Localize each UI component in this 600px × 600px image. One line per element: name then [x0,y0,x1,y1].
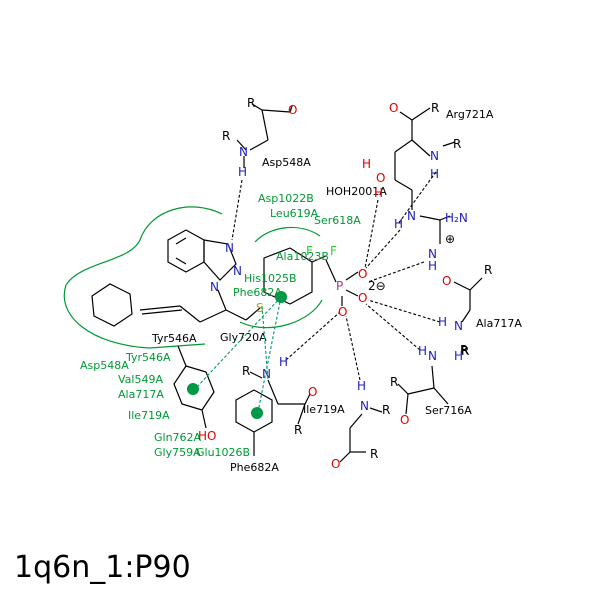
pi-center [251,407,263,419]
residue-label: Tyr546A [125,351,171,364]
atom-f: F [306,244,313,258]
atom-r: R [484,263,492,277]
charge-minus: 2⊖ [368,279,386,293]
residue-label: Leu619A [270,207,319,220]
pi-center [187,383,199,395]
atom-h: H [438,315,447,329]
ligand: N N N S F F P O O O 2⊖ [91,229,386,327]
atom-n: N [407,209,416,223]
atom-o: O [376,171,385,185]
atom-h: H [428,259,437,273]
residue-label: Glu1026B [196,446,250,459]
residue-label: Ala717A [118,388,164,401]
atom-r: R [431,101,439,115]
atom-n: N [239,145,248,159]
atom-r: R [382,403,390,417]
atom-n: N [225,241,234,255]
atom-r: R [460,343,468,357]
atom-h: H [279,355,288,369]
atom-o: O [308,385,317,399]
atom-r: R [453,137,461,151]
atom-o: O [288,103,297,117]
residue-label: HOH2001A [326,185,387,198]
residue-label: Gly759A [154,446,201,459]
atom-h: H [418,344,427,358]
residue-label: Ala1023B [276,250,329,263]
atom-s: S [256,301,264,315]
atom-r: R [242,364,250,378]
residue-label: Asp1022B [258,192,314,205]
atom-h: H [394,217,403,231]
ile719-fragment: H N Ile719A R O R [303,379,390,471]
atom-h: H [374,186,383,200]
atom-r: R [390,375,398,389]
residue-label: Ile719A [303,403,345,416]
residue-label: Ile719A [128,409,170,422]
water-fragment: H O HOH2001A H [326,157,387,200]
atom-h: H [238,165,247,179]
ala717-fragment: O R H N R Ala717A [438,263,522,357]
atom-n: N [428,349,437,363]
atom-f: F [330,244,337,258]
residue-label: Asp548A [80,359,129,372]
atom-h2n: H₂N [445,211,468,225]
atom-n: N [233,264,242,278]
atom-r: R [247,96,255,110]
pi-interactions [195,291,287,413]
asp548-top-fragment: R O R N H Asp548A [222,96,311,179]
atom-n: N [430,149,439,163]
atom-h: H [454,349,463,363]
atom-r: R [222,129,230,143]
phe682-fragment: R N H O R Phe682A [230,355,317,474]
residue-label: Asp548A [262,156,311,169]
ser716-fragment: H N H R R O Ser716A [390,344,472,427]
residue-label: Phe682A [230,461,279,474]
residue-label: Tyr546A [151,332,197,345]
atom-o: O [389,101,398,115]
residue-label: Val549A [118,373,163,386]
atom-n: N [428,247,437,261]
residue-label: Ser716A [425,404,472,417]
tyr546-ring: HO [173,345,216,443]
residue-label: Ala717A [476,317,522,330]
residue-label: His1025B [244,272,297,285]
atom-ho: HO [198,429,216,443]
residue-label: Arg721A [446,108,494,121]
atom-o: O [358,267,367,281]
atom-n: N [360,399,369,413]
atom-o: O [442,274,451,288]
atom-h: H [362,157,371,171]
atom-r: R [294,423,302,437]
residue-label: Phe682A [233,286,282,299]
residue-label: Ser618A [314,214,361,227]
residue-label: Gln762A [154,431,202,444]
atom-r: R [370,447,378,461]
atom-o: O [338,305,347,319]
atom-h: H [357,379,366,393]
arg721-fragment: O R Arg721A N R H N H₂N ⊕ N H H [389,101,494,273]
atom-o: O [331,457,340,471]
atom-p: P [336,279,343,293]
atom-r: R [461,344,469,358]
atom-o: O [358,291,367,305]
atom-n: N [210,280,219,294]
atom-n: N [262,367,271,381]
page-title: 1q6n_1:P90 [14,550,191,585]
atom-o: O [400,413,409,427]
hydrogen-bonds [231,171,441,381]
hydrophobic-arcs [63,206,323,349]
atom-n: N [454,319,463,333]
charge-plus: ⊕ [445,232,455,246]
